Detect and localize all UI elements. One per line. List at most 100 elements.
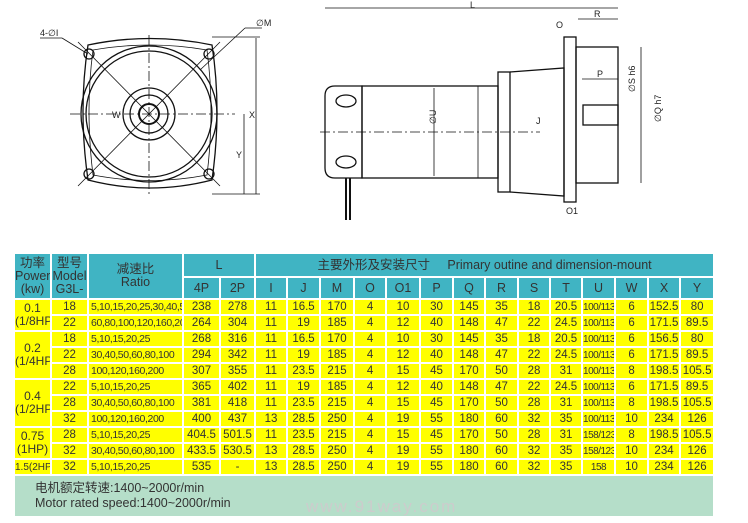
value-cell: 105.5 <box>679 426 716 444</box>
value-cell: 4 <box>353 298 388 316</box>
front-view-drawing <box>40 27 262 196</box>
header-dim-t: T <box>549 276 584 300</box>
value-cell: 32 <box>517 458 552 476</box>
value-cell: 15 <box>385 426 422 444</box>
label-w: W <box>112 110 121 120</box>
value-cell: 19 <box>385 458 422 476</box>
value-cell: 11 <box>254 378 289 396</box>
header-dim-x: X <box>647 276 682 300</box>
value-cell: 50 <box>484 362 520 380</box>
label-q: ∅Q h7 <box>653 95 663 122</box>
value-cell: 307 <box>182 362 221 380</box>
value-cell: 19 <box>286 314 322 332</box>
value-cell: 32 <box>517 410 552 428</box>
value-cell: 105.5 <box>679 362 716 380</box>
value-cell: 35 <box>549 458 584 476</box>
header-dim-q: Q <box>452 276 487 300</box>
value-cell: 13 <box>254 458 289 476</box>
value-cell: 19 <box>385 442 422 460</box>
value-cell: 50 <box>484 426 520 444</box>
value-cell: 185 <box>319 314 356 332</box>
value-cell: 400 <box>182 410 221 428</box>
header-dim-i: I <box>254 276 289 300</box>
value-cell: 19 <box>286 346 322 364</box>
value-cell: 100/113 <box>581 394 617 412</box>
value-cell: 530.5 <box>218 442 257 460</box>
value-cell: 100/113 <box>581 346 617 364</box>
value-cell: 215 <box>319 426 356 444</box>
value-cell: 418 <box>218 394 257 412</box>
value-cell: 23.5 <box>286 394 322 412</box>
value-cell: 6 <box>614 346 650 364</box>
power-cell: 1.5(2HP) <box>13 458 52 476</box>
value-cell: 40 <box>419 346 455 364</box>
label-r: R <box>594 9 601 19</box>
value-cell: 10 <box>614 442 650 460</box>
power-cell: 0.1(1/8HP) <box>13 298 52 332</box>
value-cell: 22 <box>517 314 552 332</box>
value-cell: 264 <box>182 314 221 332</box>
model-cell: 22 <box>50 346 89 364</box>
value-cell: 47 <box>484 378 520 396</box>
value-cell: 4 <box>353 330 388 348</box>
value-cell: 535 <box>182 458 221 476</box>
value-cell: 13 <box>254 442 289 460</box>
value-cell: 158/123 <box>581 426 617 444</box>
value-cell: 404.5 <box>182 426 221 444</box>
value-cell: 10 <box>385 298 422 316</box>
value-cell: 145 <box>452 298 487 316</box>
model-cell: 28 <box>50 426 89 444</box>
value-cell: 30 <box>419 298 455 316</box>
value-cell: 23.5 <box>286 362 322 380</box>
value-cell: 145 <box>452 330 487 348</box>
value-cell: 12 <box>385 378 422 396</box>
value-cell: 171.5 <box>647 346 682 364</box>
value-cell: 28.5 <box>286 442 322 460</box>
value-cell: 6 <box>614 298 650 316</box>
value-cell: 28 <box>517 394 552 412</box>
value-cell: 11 <box>254 346 289 364</box>
value-cell: 20.5 <box>549 298 584 316</box>
value-cell: 31 <box>549 394 584 412</box>
header-dim-s: S <box>517 276 552 300</box>
value-cell: 11 <box>254 298 289 316</box>
model-cell: 32 <box>50 442 89 460</box>
value-cell: 11 <box>254 362 289 380</box>
model-cell: 22 <box>50 378 89 396</box>
model-cell: 18 <box>50 298 89 316</box>
value-cell: 170 <box>452 426 487 444</box>
value-cell: 100/113 <box>581 314 617 332</box>
value-cell: 8 <box>614 394 650 412</box>
value-cell: 355 <box>218 362 257 380</box>
value-cell: 8 <box>614 426 650 444</box>
side-view-drawing <box>320 7 642 220</box>
power-cell: 0.75(1HP) <box>13 426 52 460</box>
value-cell: 19 <box>286 378 322 396</box>
value-cell: 100/113 <box>581 410 617 428</box>
value-cell: 40 <box>419 314 455 332</box>
value-cell: 100/113 <box>581 378 617 396</box>
motor-drawings: 4-∅I ∅M W X Y L R O P ∅S h6 ∅Q h7 ∅U J O… <box>40 0 663 220</box>
value-cell: 294 <box>182 346 221 364</box>
value-cell: 148 <box>452 378 487 396</box>
value-cell: 11 <box>254 426 289 444</box>
label-l: L <box>470 0 475 10</box>
value-cell: 170 <box>452 362 487 380</box>
value-cell: 6 <box>614 378 650 396</box>
value-cell: 31 <box>549 362 584 380</box>
header-dims-title: 主要外形及安装尺寸 Primary outine and dimension-m… <box>254 252 716 278</box>
power-cell: 0.4(1/2HP) <box>13 378 52 428</box>
value-cell: 185 <box>319 346 356 364</box>
label-x: X <box>249 110 255 120</box>
label-u: ∅U <box>428 110 438 124</box>
rated-speed-cn: 电机额定转速:1400~2000r/min <box>35 481 205 495</box>
value-cell: 18 <box>517 298 552 316</box>
table-row: 0.2(1/4HP)185,10,15,20,252683161116.5170… <box>13 330 716 380</box>
ratio-cell: 5,10,15,20,25 <box>87 378 184 396</box>
